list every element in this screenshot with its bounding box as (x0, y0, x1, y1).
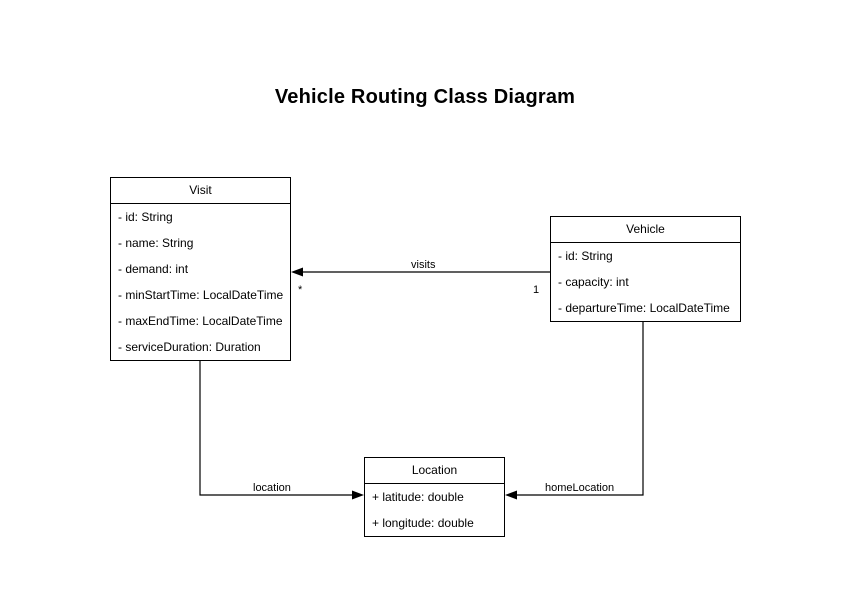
class-name-visit: Visit (111, 178, 290, 204)
attribute-row: - id: String (118, 210, 173, 224)
class-box-visit[interactable]: Visit - id: String - name: String - dema… (110, 177, 291, 361)
class-attributes-visit: - id: String - name: String - demand: in… (111, 204, 290, 360)
attribute-row: - minStartTime: LocalDateTime (118, 288, 284, 302)
attribute-row: - name: String (118, 236, 194, 250)
attribute-row: + longitude: double (372, 516, 474, 530)
edge-label-visits: visits (411, 259, 436, 271)
edge-label-home-location: homeLocation (545, 482, 615, 494)
class-box-location[interactable]: Location + latitude: double + longitude:… (364, 457, 505, 537)
attribute-row: - departureTime: LocalDateTime (558, 301, 730, 315)
edge-label-location: location (253, 482, 291, 494)
edge-home-location (505, 321, 644, 500)
class-name-location: Location (365, 458, 504, 484)
class-box-vehicle[interactable]: Vehicle - id: String - capacity: int - d… (550, 216, 741, 322)
class-attributes-vehicle: - id: String - capacity: int - departure… (551, 243, 740, 321)
class-attributes-location: + latitude: double + longitude: double (365, 484, 504, 536)
attribute-row: - capacity: int (558, 275, 629, 289)
multiplicity-visit-end: * (298, 284, 303, 296)
attribute-row: + latitude: double (372, 490, 464, 504)
multiplicity-vehicle-end: 1 (533, 284, 540, 296)
attribute-row: - maxEndTime: LocalDateTime (118, 314, 283, 328)
class-name-vehicle: Vehicle (551, 217, 740, 243)
attribute-row: - id: String (558, 249, 613, 263)
attribute-row: - demand: int (118, 262, 189, 276)
page-title: Vehicle Routing Class Diagram (274, 86, 576, 108)
edge-location (199, 360, 364, 500)
attribute-row: - serviceDuration: Duration (118, 340, 261, 354)
